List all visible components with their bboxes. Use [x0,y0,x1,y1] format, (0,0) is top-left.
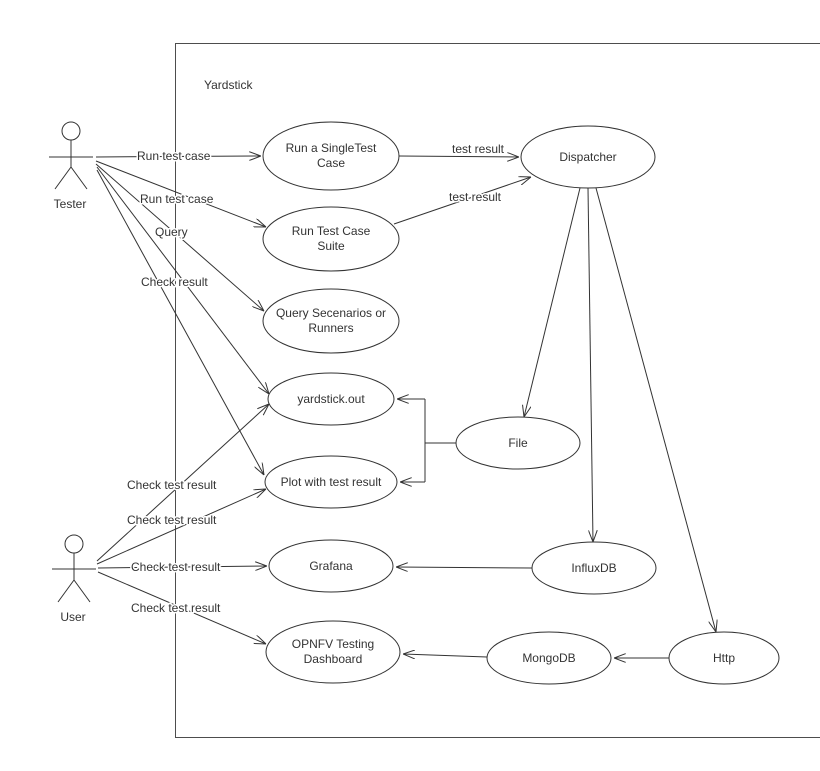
edge-label-check-test-result-1: Check test result [127,478,217,492]
usecase-run-single-test: Run a SingleTest Case [262,121,400,191]
edge-user-yardstick-out [96,404,269,562]
usecase-file: File [455,416,581,470]
usecase-grafana-shape [268,539,394,593]
actor-user: User [52,534,96,624]
usecase-http-shape [668,631,780,685]
usecase-influxdb-shape [531,541,657,595]
usecase-opnfv-dashboard-label-2: Dashboard [304,652,363,666]
usecase-dispatcher: Dispatcher [520,125,656,189]
usecase-query-scenarios-label-1: Query Secenarios or [276,306,386,320]
edge-tester-plot [96,169,264,475]
usecase-run-single-test-label-2: Case [317,156,345,170]
usecase-mongodb-shape [486,631,612,685]
system-boundary-title: Yardstick [204,78,253,92]
usecase-grafana: Grafana [268,539,394,593]
actor-tester-body [49,140,93,190]
usecase-run-suite: Run Test Case Suite [262,206,400,272]
edge-mongodb-opnfv-dashboard [403,654,488,657]
usecase-dispatcher-label: Dispatcher [559,150,616,164]
usecase-http: Http [668,631,780,685]
usecase-yardstick-out: yardstick.out [267,372,395,426]
edge-label-test-result-2: test result [449,190,502,204]
edge-label-check-test-result-2: Check test result [127,513,217,527]
usecase-grafana-label: Grafana [309,559,353,573]
usecase-opnfv-dashboard: OPNFV Testing Dashboard [265,620,401,684]
edge-label-run-test-case-2: Run test case [140,192,214,206]
usecase-query-scenarios-label-2: Runners [308,321,353,335]
usecase-file-label: File [508,436,528,450]
usecase-yardstick-out-shape [267,372,395,426]
usecase-plot-label: Plot with test result [281,475,382,489]
usecase-run-suite-label-1: Run Test Case [292,224,371,238]
actor-user-label: User [60,610,85,624]
edge-dispatcher-http [595,187,716,632]
usecase-run-single-test-shape [262,121,400,191]
edge-file-connector [424,399,456,482]
usecase-mongodb: MongoDB [486,631,612,685]
edge-user-opnfv-dashboard [97,571,266,644]
usecase-run-suite-label-2: Suite [317,239,345,253]
actor-tester: Tester [49,121,93,211]
actor-tester-label: Tester [54,197,87,211]
edge-tester-yardstick-out [96,166,269,394]
edge-label-query: Query [155,225,188,239]
edge-tester-run-single-test [95,156,261,157]
actor-user-body [52,553,96,603]
edge-tester-query-scenarios [95,163,264,311]
usecase-query-scenarios: Query Secenarios or Runners [262,288,400,354]
edge-label-test-result-1: test result [452,142,505,156]
actor-user-head [64,534,84,554]
edge-suite-dispatcher [393,177,531,225]
edge-label-check-test-result-3: Check test result [131,560,221,574]
usecase-opnfv-dashboard-label-1: OPNFV Testing [292,637,374,651]
actor-tester-head [61,121,81,141]
usecase-plot: Plot with test result [264,455,398,509]
edge-label-check-result: Check result [141,275,208,289]
usecase-influxdb: InfluxDB [531,541,657,595]
system-boundary [175,43,820,738]
usecase-file-shape [455,416,581,470]
usecase-dispatcher-shape [520,125,656,189]
edge-dispatcher-file [524,187,581,417]
usecase-influxdb-label: InfluxDB [571,561,616,575]
usecase-opnfv-dashboard-shape [265,620,401,684]
edge-label-run-test-case-1: Run test case [137,149,211,163]
edge-user-plot [96,489,266,565]
edge-label-check-test-result-4: Check test result [131,601,221,615]
usecase-http-label: Http [713,651,735,665]
usecase-run-suite-shape [262,206,400,272]
edge-user-grafana [97,566,267,568]
edge-tester-run-suite [95,160,266,227]
usecase-run-single-test-label-1: Run a SingleTest [286,141,377,155]
edge-single-test-dispatcher [398,156,519,157]
edge-influxdb-grafana [396,567,533,568]
usecase-query-scenarios-shape [262,288,400,354]
usecase-plot-shape [264,455,398,509]
usecase-mongodb-label: MongoDB [522,651,575,665]
edge-dispatcher-influxdb [587,187,593,542]
usecase-yardstick-out-label: yardstick.out [297,392,365,406]
